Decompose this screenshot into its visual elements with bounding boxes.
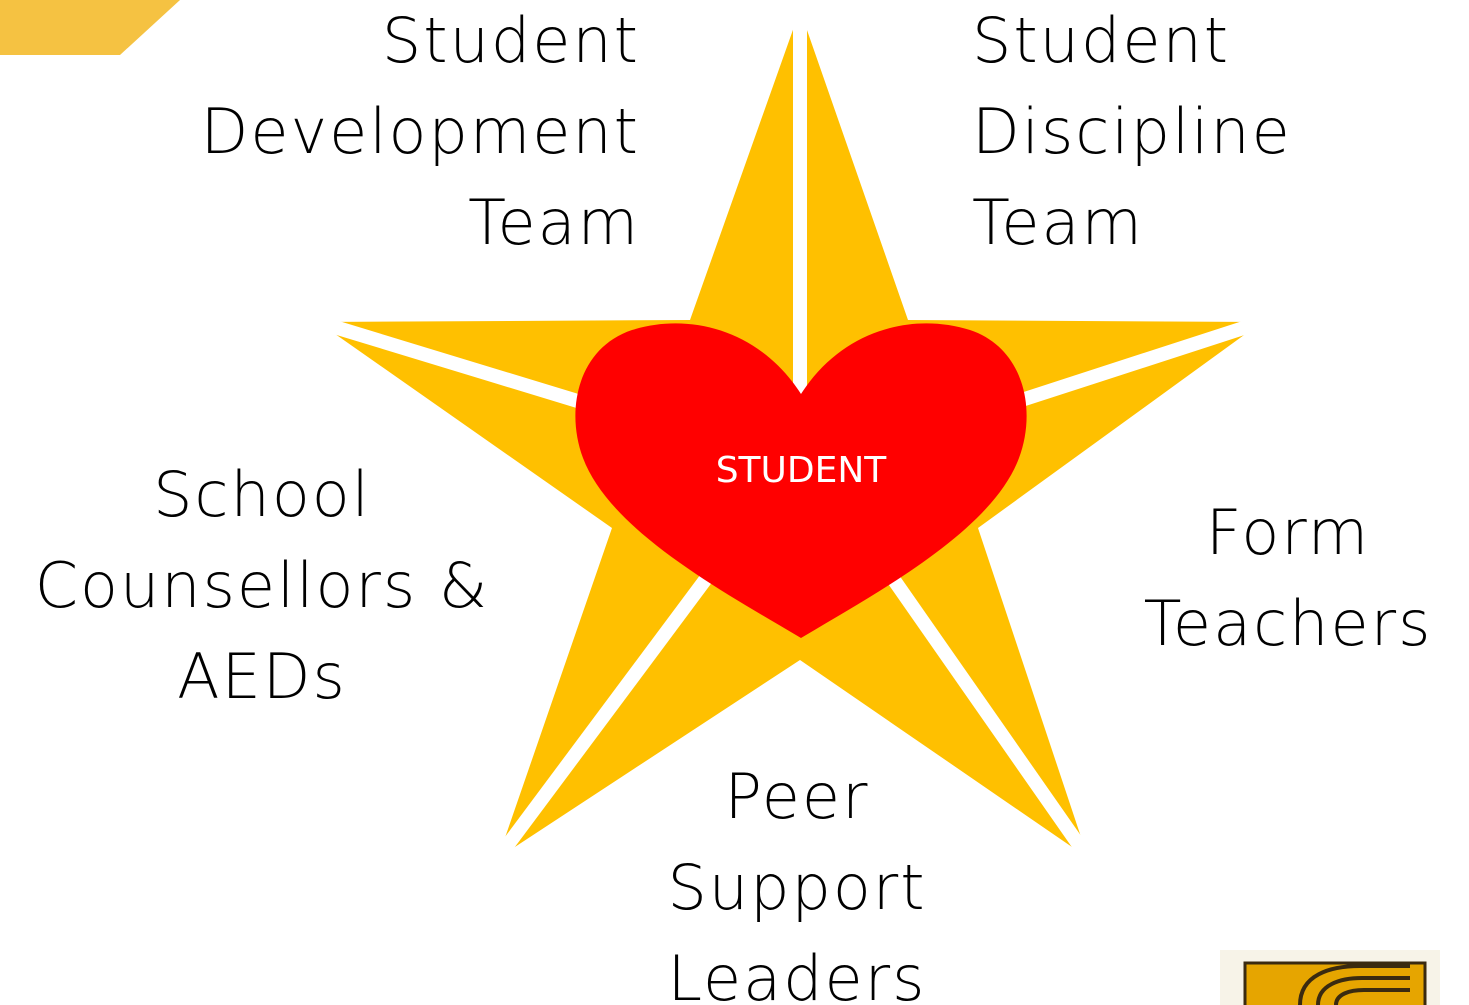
label-line: Discipline [972,95,1292,168]
corner-accent-icon [0,0,180,55]
label-line: Peer [725,760,870,833]
label-form-teachers: Form Teachers [1144,496,1433,660]
center-label: STUDENT [716,450,888,491]
label-line: Development [201,95,640,168]
label-line: Counsellors & [35,549,490,622]
label-line: AEDs [177,640,347,713]
label-line: Support [667,851,926,924]
label-peer-support-leaders: Peer Support Leaders [667,760,927,1005]
label-school-counsellors-aeds: School Counsellors & AEDs [35,458,490,713]
label-line: Form [1206,496,1370,569]
label-line: Team [468,186,640,259]
star-divider-bottom-right [874,555,1094,863]
label-line: Student [382,4,640,77]
label-line: Teachers [1144,587,1433,660]
label-student-development-team: Student Development Team [201,4,640,259]
label-student-discipline-team: Student Discipline Team [972,4,1292,259]
label-line: School [153,458,371,531]
label-line: Team [972,186,1144,259]
school-logo-icon [1220,950,1440,1005]
label-line: Student [972,4,1230,77]
label-line: Leaders [668,942,927,1005]
star-divider-bottom-left [492,555,726,863]
heart-icon [575,323,1027,638]
